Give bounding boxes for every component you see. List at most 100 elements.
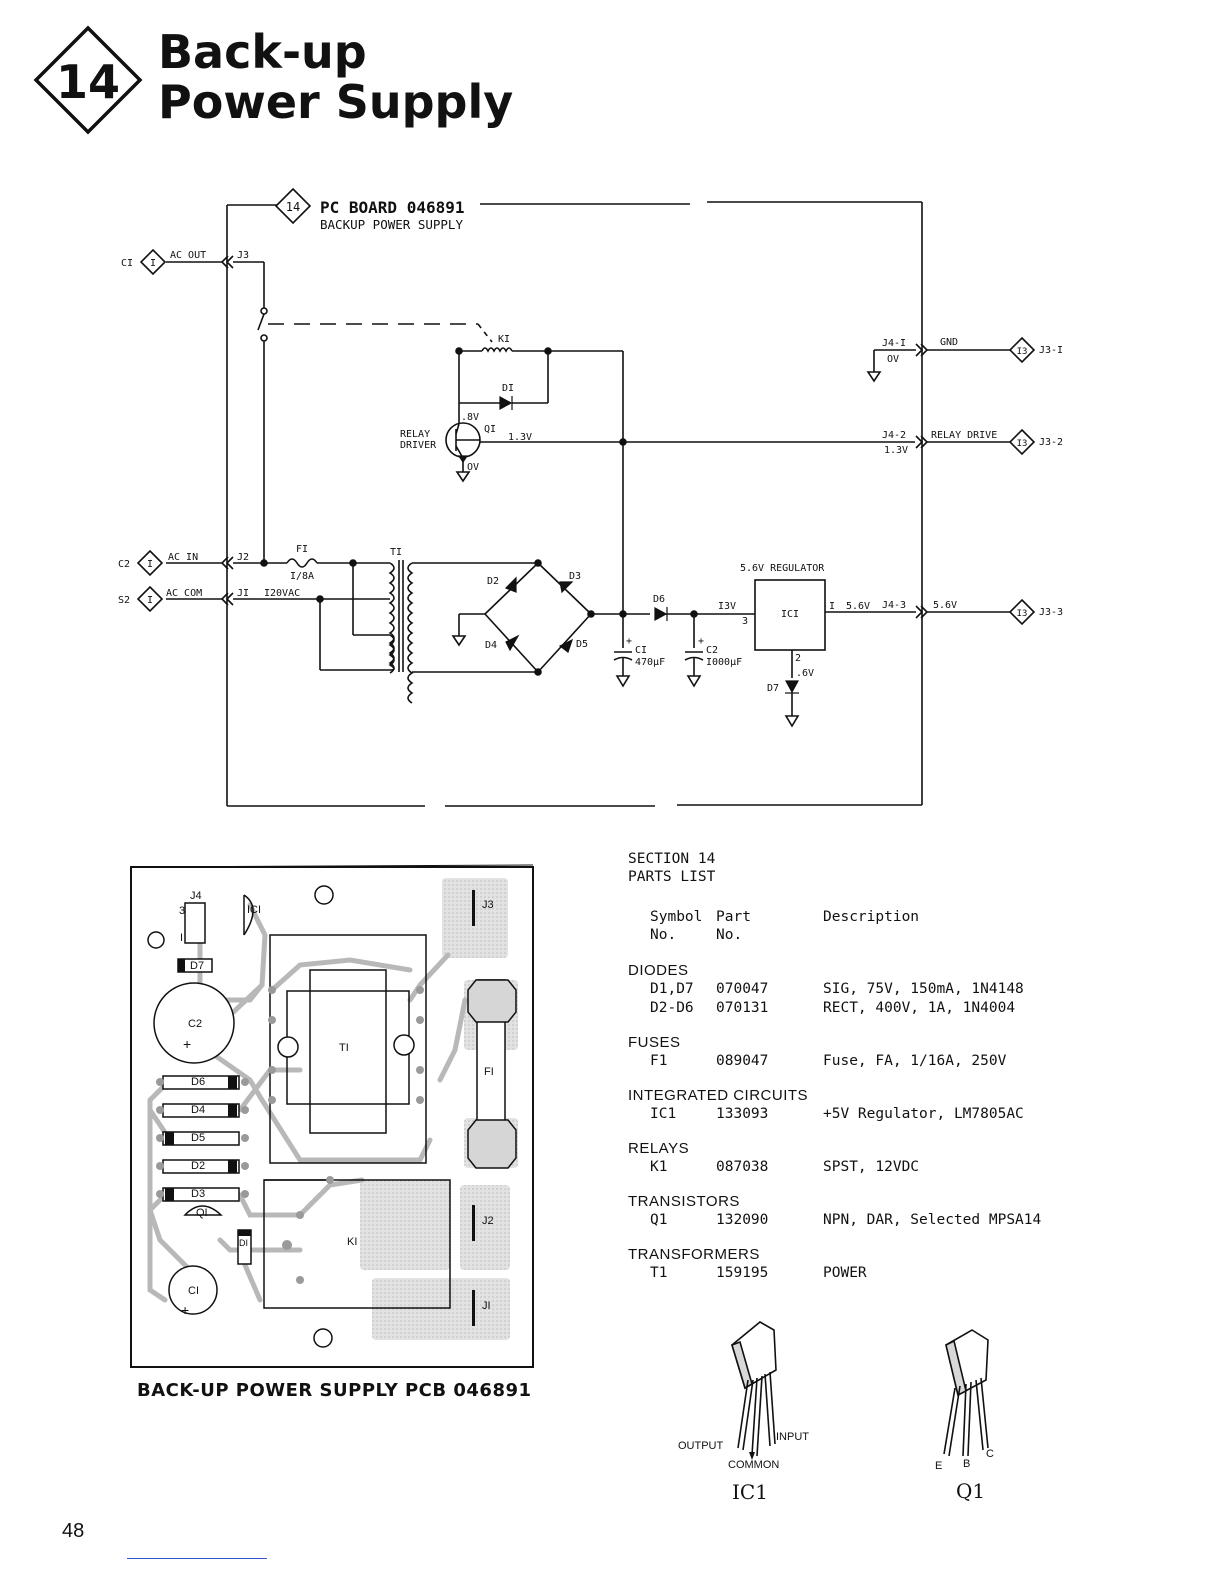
out-gnd-badge: I3 (1017, 347, 1028, 357)
row-part: 070047 (716, 981, 769, 997)
board-subtitle: BACKUP POWER SUPPLY (320, 217, 463, 232)
label-vac: I20VAC (264, 588, 300, 599)
pcb-label-c1-plus: + (181, 1302, 190, 1318)
out-relay-signal: RELAY DRIVE (931, 430, 997, 441)
row-part: 087038 (716, 1159, 769, 1175)
q1-pin-c: C (986, 1448, 994, 1460)
row-symbol: T1 (650, 1265, 668, 1281)
board-badge: 14 (286, 200, 300, 214)
conn-s2-jack: JI (237, 588, 249, 599)
pcb-label-j3: J3 (482, 899, 494, 911)
label-pin3: 3 (742, 616, 748, 627)
out-relay-dest: J3-2 (1039, 437, 1063, 448)
ic1-pin-output: OUTPUT (678, 1440, 724, 1452)
category-fuses: FUSES (628, 1034, 681, 1051)
out-relay-badge: I3 (1017, 439, 1028, 449)
label-c1-val: 470μF (635, 657, 665, 668)
label-f1: FI (296, 544, 308, 555)
label-driver: DRIVER (400, 440, 437, 451)
q1-package-name: Q1 (956, 1479, 986, 1503)
pcb-label-d1: DI (239, 1238, 248, 1248)
row-symbol: IC1 (650, 1106, 677, 1122)
row-symbol: F1 (650, 1053, 668, 1069)
label-ic1: ICI (781, 609, 799, 620)
col-part-1: Part (716, 909, 751, 925)
label-v08: .8V (461, 412, 479, 423)
label-d2: D2 (487, 576, 499, 587)
pcb-label-j2: J2 (482, 1215, 494, 1227)
out-gnd-signal: GND (940, 337, 958, 348)
pcb-label-c2: C2 (188, 1018, 203, 1030)
category-transistors: TRANSISTORS (628, 1193, 740, 1210)
category-relays: RELAYS (628, 1140, 690, 1157)
row-part: 089047 (716, 1053, 769, 1069)
schematic-diagram: 14 PC BOARD 046891 BACKUP POWER SUPPLY C… (118, 187, 1063, 807)
col-symbol-2: No. (650, 927, 677, 943)
row-desc: +5V Regulator, LM7805AC (823, 1106, 1024, 1122)
pcb-label-j1: JI (482, 1300, 491, 1312)
parts-heading-list: PARTS LIST (628, 869, 716, 885)
label-v0-q1: OV (467, 462, 479, 473)
conn-c1-signal: AC OUT (170, 250, 206, 261)
page-number: 48 (62, 1520, 85, 1542)
parts-row: T1 159195 POWER (628, 1264, 1108, 1283)
row-desc: NPN, DAR, Selected MPSA14 (823, 1212, 1042, 1228)
label-d3: D3 (569, 571, 581, 582)
row-part: 132090 (716, 1212, 769, 1228)
label-c1: CI (635, 645, 647, 656)
board-title: PC BOARD 046891 (320, 198, 465, 217)
row-desc: SIG, 75V, 150mA, 1N4148 (823, 981, 1024, 997)
pcb-label-ic1: ICI (247, 904, 262, 916)
col-part-2: No. (716, 927, 743, 943)
out-56-dest: J3-3 (1039, 607, 1063, 618)
category-diodes: DIODES (628, 962, 689, 979)
col-symbol-1: Symbol (650, 909, 703, 925)
pcb-label-j4-pin3: 3 (179, 905, 186, 917)
ic1-package-name: IC1 (732, 1480, 768, 1504)
row-part: 159195 (716, 1265, 769, 1281)
category-integrated-circuits: INTEGRATED CIRCUITS (628, 1087, 809, 1104)
row-part: 070131 (716, 1000, 769, 1016)
parts-row: D1,D7 070047 SIG, 75V, 150mA, 1N4148 (628, 980, 1108, 999)
label-pin2: 2 (795, 653, 801, 664)
label-t1: TI (390, 547, 402, 558)
label-d6: D6 (653, 594, 665, 605)
parts-row: IC1 133093 +5V Regulator, LM7805AC (628, 1105, 1108, 1124)
label-k1: KI (498, 334, 510, 345)
label-v13-base: 1.3V (508, 432, 532, 443)
label-d7: D7 (767, 683, 779, 694)
section-badge: 14 (33, 25, 143, 135)
row-symbol: Q1 (650, 1212, 668, 1228)
parts-heading-section: SECTION 14 (628, 851, 716, 867)
row-symbol: K1 (650, 1159, 668, 1175)
conn-c1-jack: J3 (237, 250, 249, 261)
conn-c2-badge: I (147, 559, 153, 570)
out-relay-pin: J4-2 (882, 430, 906, 441)
label-d1: DI (502, 383, 514, 394)
out-56-badge: I3 (1017, 609, 1028, 619)
pcb-label-q1: QI (196, 1207, 208, 1219)
parts-row: K1 087038 SPST, 12VDC (628, 1158, 1108, 1177)
ic1-pin-common: COMMON (728, 1459, 780, 1471)
pcb-label-c2-plus: + (183, 1036, 192, 1052)
label-c2-val: I000μF (706, 657, 742, 668)
out-gnd-volt: OV (887, 354, 899, 365)
pcb-label-d5: D5 (191, 1132, 206, 1144)
out-gnd-pin: J4-I (882, 338, 906, 349)
pcb-label-f1: FI (484, 1066, 494, 1078)
label-pin1: I (829, 601, 835, 612)
out-56-pin: J4-3 (882, 600, 906, 611)
pcb-label-d3: D3 (191, 1188, 206, 1200)
row-desc: RECT, 400V, 1A, 1N4004 (823, 1000, 1016, 1016)
conn-c1-badge: I (150, 258, 156, 269)
conn-s2-badge: I (147, 595, 153, 606)
conn-s2-signal: AC COM (166, 588, 202, 599)
label-d5: D5 (576, 639, 588, 650)
label-v56-reg: 5.6V (846, 601, 870, 612)
label-reg-title: 5.6V REGULATOR (740, 563, 825, 574)
page-title-line2: Power Supply (158, 75, 514, 129)
pcb-label-k1: KI (347, 1236, 358, 1248)
section-number: 14 (56, 55, 120, 109)
page-title-line1: Back-up (158, 25, 367, 79)
conn-c2-signal: AC IN (168, 552, 198, 563)
